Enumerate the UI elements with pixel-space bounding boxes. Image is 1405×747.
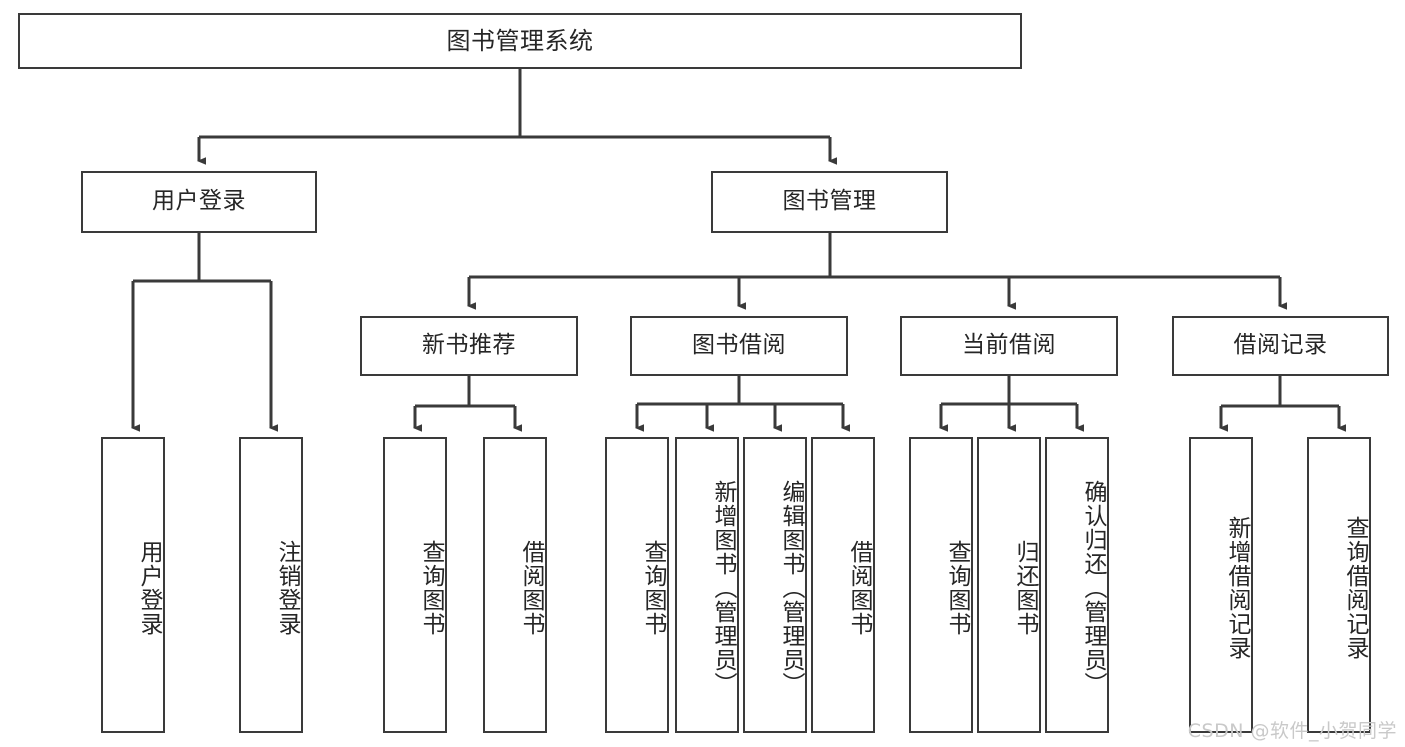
node-current-borrow[interactable]: 当前借阅 [900,316,1118,376]
leaf-query-borrow-record[interactable]: 查询借阅记录 [1307,437,1371,733]
leaf-query-book-recommend[interactable]: 查询图书 [383,437,447,733]
node-label: 新书推荐 [422,332,516,359]
node-label: 查询借阅记录 [1342,516,1368,660]
node-label: 图书借阅 [692,332,786,359]
node-borrow-record[interactable]: 借阅记录 [1172,316,1389,376]
leaf-user-login[interactable]: 用户登录 [101,437,165,733]
node-label: 借阅图书 [846,540,872,636]
node-label: 当前借阅 [962,332,1056,359]
node-label: 编辑图书（管理员） [778,480,804,696]
leaf-return-book[interactable]: 归还图书 [977,437,1041,733]
node-label: 查询图书 [944,540,970,636]
node-label: 借阅记录 [1233,332,1328,359]
node-label: 查询图书 [640,540,666,636]
node-label: 用户登录 [136,540,162,636]
leaf-borrow-book-recommend[interactable]: 借阅图书 [483,437,547,733]
node-label: 注销登录 [274,540,300,636]
leaf-borrow-book[interactable]: 借阅图书 [811,437,875,733]
csdn-watermark: CSDN @软件_小贺同学 [1187,720,1397,742]
node-label: 用户登录 [152,188,246,215]
node-label: 归还图书 [1012,540,1038,636]
node-label: 查询图书 [418,540,444,636]
node-label: 借阅图书 [518,540,544,636]
leaf-confirm-return-admin[interactable]: 确认归还（管理员） [1045,437,1109,733]
node-label: 图书管理系统 [446,26,594,55]
node-label: 图书管理 [782,188,877,215]
leaf-query-book-borrow[interactable]: 查询图书 [605,437,669,733]
node-book-borrow[interactable]: 图书借阅 [630,316,848,376]
leaf-add-borrow-record[interactable]: 新增借阅记录 [1189,437,1253,733]
node-user-login[interactable]: 用户登录 [81,171,317,233]
node-new-book-recommend[interactable]: 新书推荐 [360,316,578,376]
node-label: 新增图书（管理员） [710,480,736,696]
leaf-logout[interactable]: 注销登录 [239,437,303,733]
leaf-edit-book-admin[interactable]: 编辑图书（管理员） [743,437,807,733]
leaf-query-book-current[interactable]: 查询图书 [909,437,973,733]
leaf-add-book-admin[interactable]: 新增图书（管理员） [675,437,739,733]
node-root-system[interactable]: 图书管理系统 [18,13,1022,69]
node-book-management[interactable]: 图书管理 [711,171,948,233]
node-label: 新增借阅记录 [1224,516,1250,660]
node-label: 确认归还（管理员） [1080,480,1106,696]
